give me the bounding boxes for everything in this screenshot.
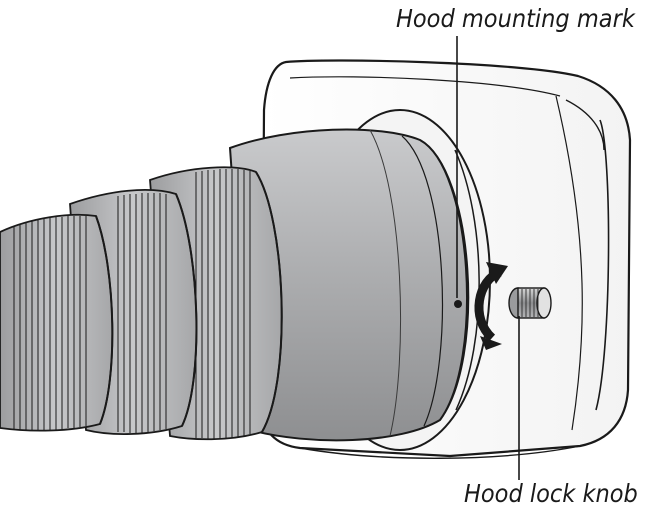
hood-mounting-mark-dot <box>454 300 462 308</box>
lens-front-barrel <box>228 128 470 442</box>
hood-lock-knob <box>508 287 552 319</box>
hood-mounting-mark-label: Hood mounting mark <box>396 4 635 33</box>
rotate-direction-arrow-icon <box>474 262 508 350</box>
hood-lock-knob-label: Hood lock knob <box>464 479 638 508</box>
lens-iris-ring <box>0 213 114 432</box>
